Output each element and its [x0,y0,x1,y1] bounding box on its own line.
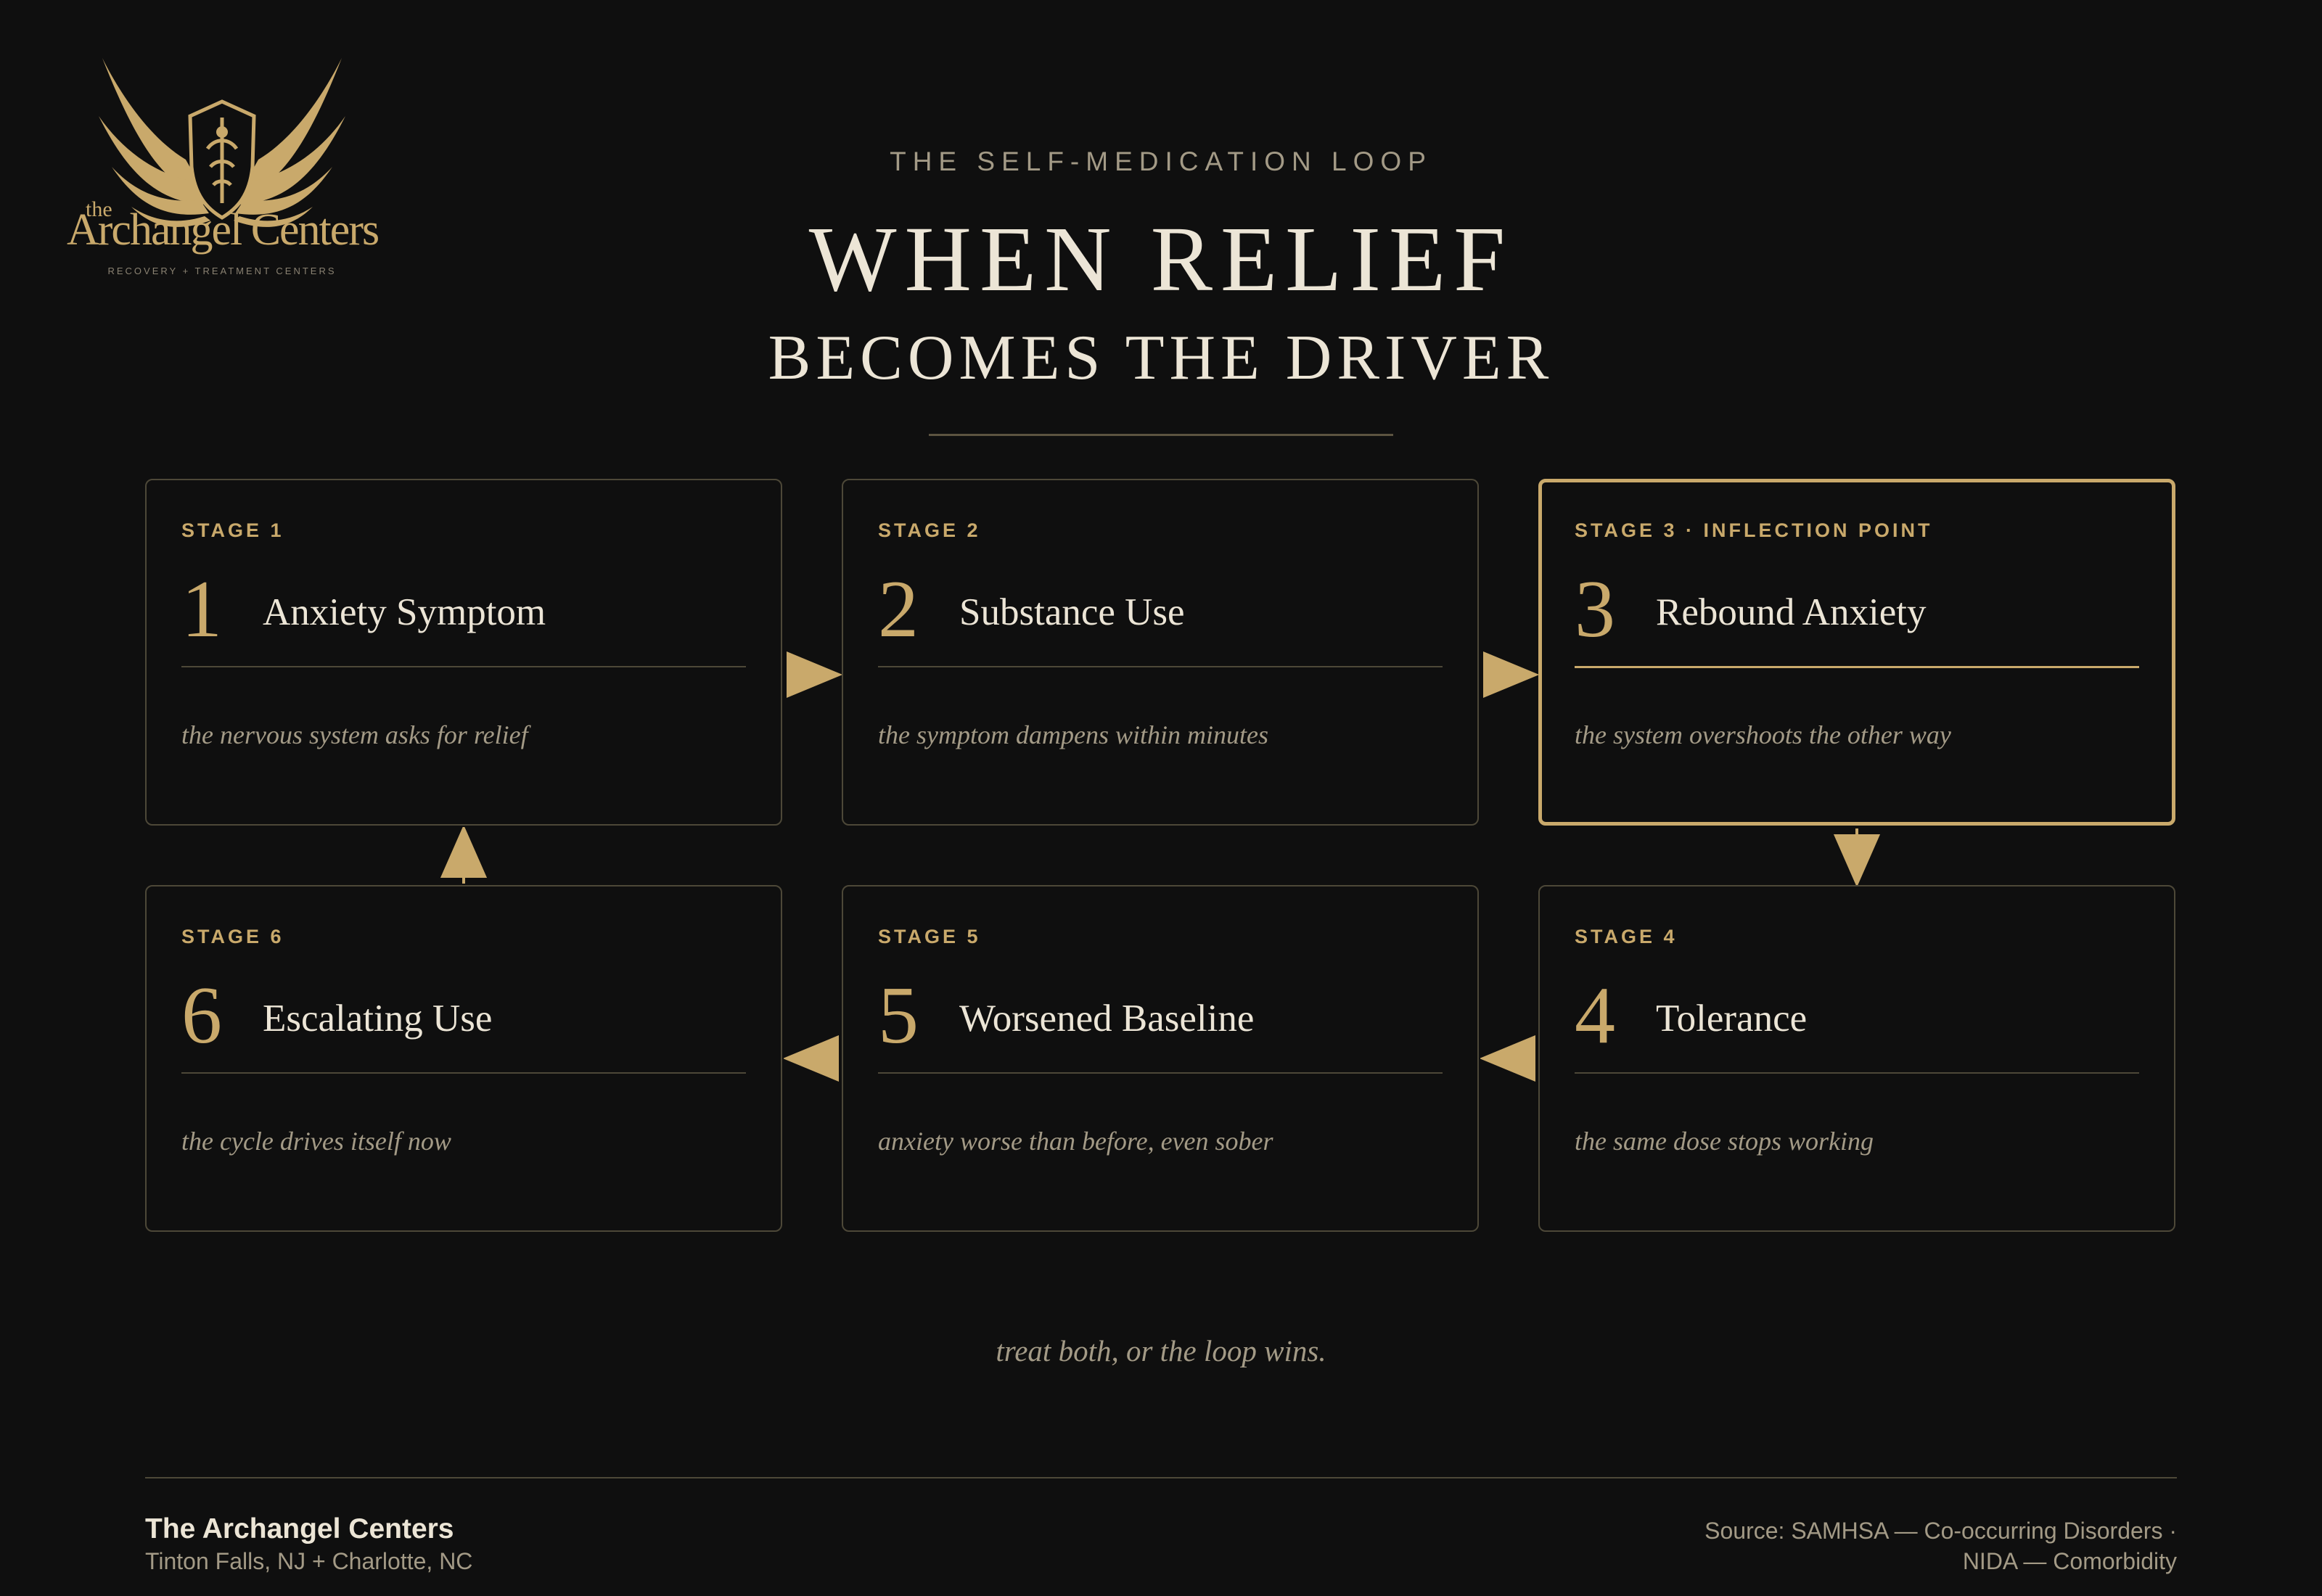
stage-card-3-inflection: STAGE 3 · INFLECTION POINT 3 Rebound Anx… [1538,479,2175,826]
stage-label: STAGE 3 · INFLECTION POINT [1575,519,1933,541]
stage-description: the same dose stops working [1575,1127,1874,1156]
arrow-down-icon [1831,827,1882,885]
stage-number: 2 [878,564,919,654]
card-divider [1575,1072,2139,1074]
stage-card-4: STAGE 4 4 Tolerance the same dose stops … [1538,885,2175,1232]
footer-divider [145,1477,2177,1478]
stage-number: 6 [181,971,222,1061]
arrow-up-icon [438,827,489,885]
arrow-right-icon [1480,649,1538,700]
card-divider [878,666,1443,667]
stage-number: 5 [878,971,919,1061]
stage-name: Anxiety Symptom [263,591,546,633]
arrow-left-icon [1480,1033,1538,1084]
stage-label: STAGE 6 [181,926,284,947]
stage-name: Substance Use [959,591,1185,633]
stage-label: STAGE 2 [878,519,981,541]
stage-description: the nervous system asks for relief [181,720,528,749]
eyebrow-label: THE SELF-MEDICATION LOOP [890,147,1432,176]
stage-name: Escalating Use [263,998,493,1040]
footer-locations: Tinton Falls, NJ + Charlotte, NC [145,1548,473,1574]
page-title-line2: BECOMES THE DRIVER [768,323,1554,393]
stage-description: the system overshoots the other way [1575,720,1951,749]
footer-org-name: The Archangel Centers [145,1513,454,1544]
stage-number: 4 [1575,971,1615,1061]
card-divider [181,1072,746,1074]
stage-name: Tolerance [1656,998,1808,1040]
stage-card-6: STAGE 6 6 Escalating Use the cycle drive… [145,885,782,1232]
card-divider [181,666,746,667]
tagline: treat both, or the loop wins. [996,1334,1326,1367]
card-divider [878,1072,1443,1074]
title-divider [929,434,1393,436]
stage-card-5: STAGE 5 5 Worsened Baseline anxiety wors… [842,885,1479,1232]
logo-text-name: Archangel Centers [67,205,380,255]
stage-number: 1 [181,564,222,654]
page-title-line1: WHEN RELIEF [808,207,1514,310]
stage-label: STAGE 4 [1575,926,1678,947]
footer-source-line1: Source: SAMHSA — Co-occurring Disorders … [1704,1518,2177,1544]
stage-label: STAGE 5 [878,926,981,947]
brand-logo [62,51,382,283]
logo-text-tagline: RECOVERY + TREATMENT CENTERS [107,266,337,276]
logo-text-prefix: the [86,197,112,221]
winged-shield-icon [99,58,345,227]
stage-description: the symptom dampens within minutes [878,720,1268,749]
arrow-right-icon [784,649,842,700]
stage-label: STAGE 1 [181,519,284,541]
stage-description: anxiety worse than before, even sober [878,1127,1273,1156]
stage-name: Rebound Anxiety [1656,591,1927,633]
stage-card-2: STAGE 2 2 Substance Use the symptom damp… [842,479,1479,826]
stage-card-1: STAGE 1 1 Anxiety Symptom the nervous sy… [145,479,782,826]
stage-number: 3 [1575,564,1615,654]
stage-description: the cycle drives itself now [181,1127,451,1156]
stage-name: Worsened Baseline [959,998,1255,1040]
arrow-left-icon [784,1033,842,1084]
card-divider [1575,666,2139,668]
footer-source-line2: NIDA — Comorbidity [1962,1548,2177,1574]
